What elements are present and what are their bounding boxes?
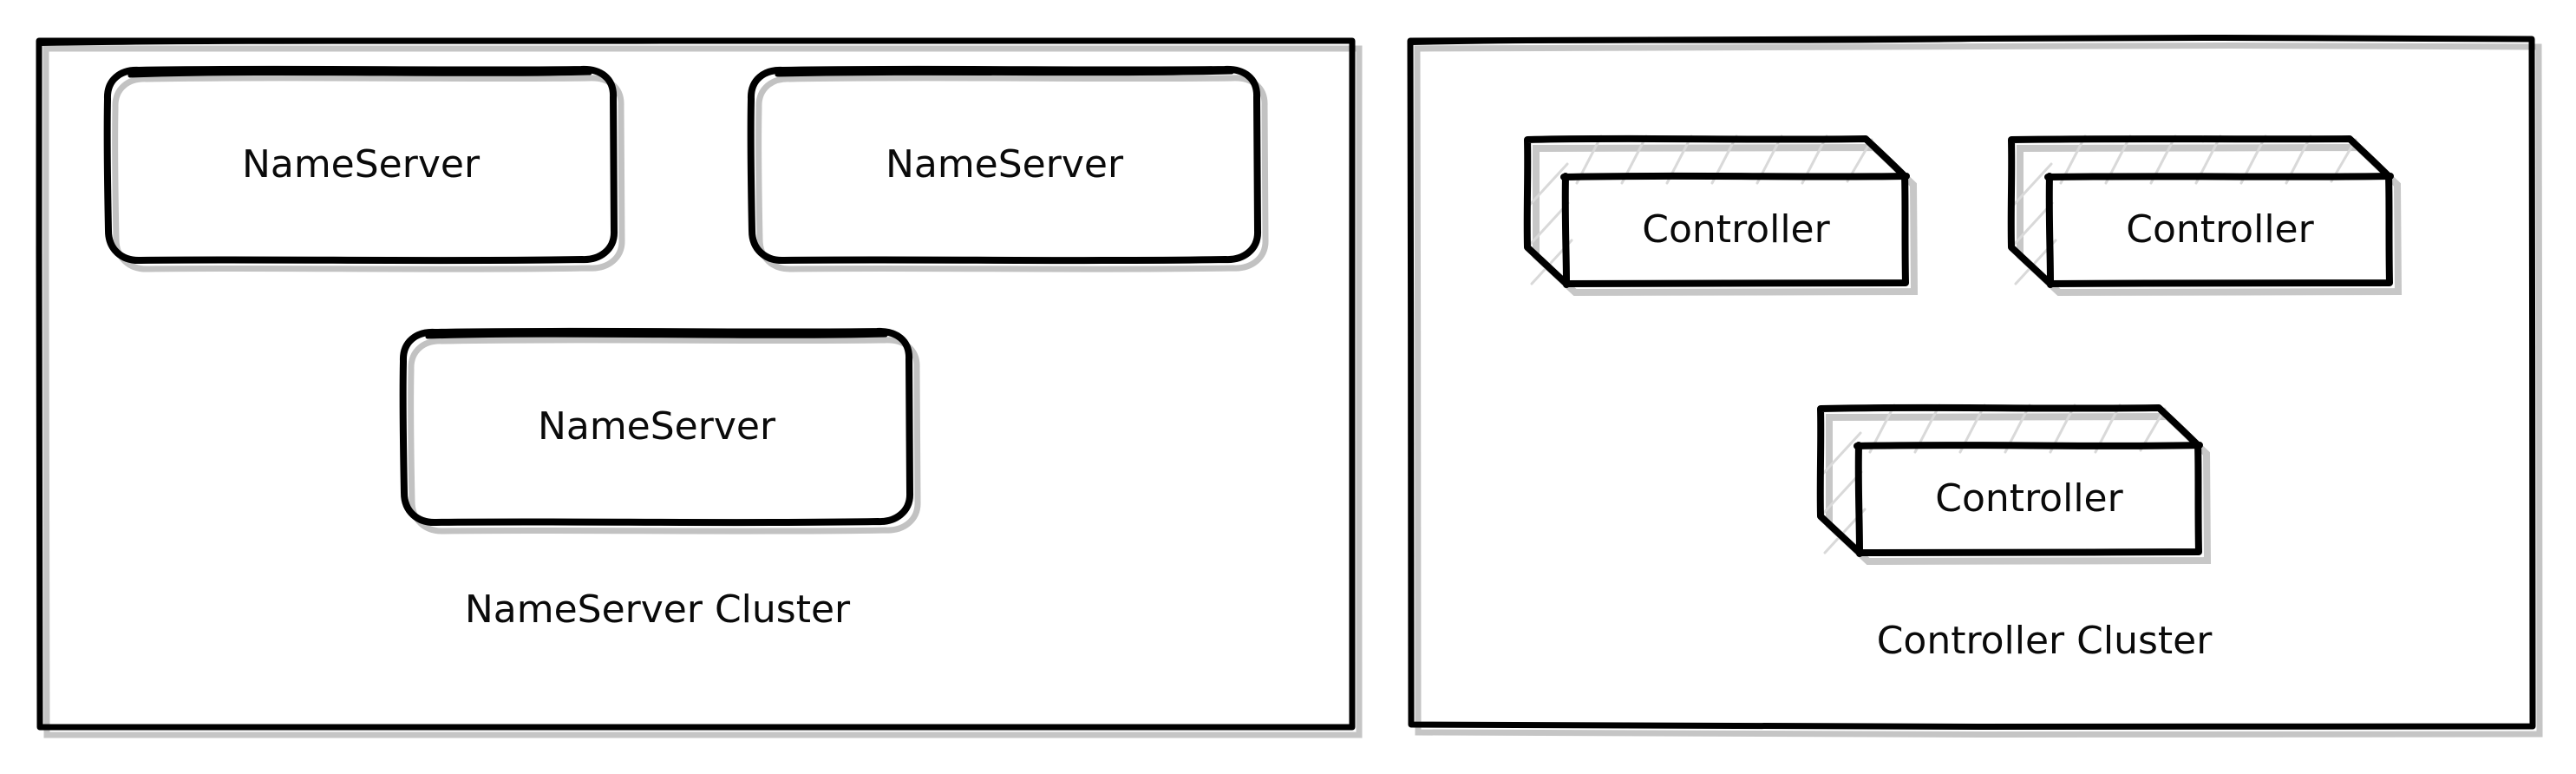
cluster-outline <box>36 36 1356 731</box>
controller-node-3: Controller <box>1816 403 2212 566</box>
nameserver-node-3: NameServer <box>399 327 921 535</box>
node-label: Controller <box>2126 207 2314 252</box>
cluster-shadow <box>42 43 1363 739</box>
cluster-outline <box>1407 34 2536 731</box>
node-label: NameServer <box>537 403 776 449</box>
node-label: Controller <box>1935 476 2123 521</box>
node-label: NameServer <box>885 141 1124 187</box>
nameserver-cluster-label: NameServer Cluster <box>464 587 851 632</box>
node-3d-shape <box>1523 134 1919 297</box>
cluster-outline-overdraw <box>1410 38 1973 45</box>
node-front-top-edge <box>1854 442 2203 449</box>
node-outline <box>103 65 618 265</box>
node-3d-shape <box>1816 403 2212 566</box>
node-outline <box>747 65 1261 265</box>
controller-node-1: Controller <box>1523 134 1919 297</box>
node-front-top-edge <box>1560 172 1910 180</box>
node-outline-overdraw <box>127 70 592 78</box>
node-outline-overdraw <box>425 332 888 339</box>
node-3d-shape <box>2007 134 2403 297</box>
nameserver-node-2: NameServer <box>747 65 1269 272</box>
rounded-rect-shape <box>103 65 625 272</box>
controller-cluster-label: Controller Cluster <box>1876 618 2213 663</box>
node-front-left-edge <box>1854 442 1863 557</box>
cluster-outline-overdraw <box>39 39 853 46</box>
node-label: Controller <box>1642 207 1830 252</box>
controller-cluster-border <box>1407 34 2543 738</box>
node-outline <box>1816 403 2202 556</box>
controller-cluster: Controller Controller <box>1407 34 2543 738</box>
node-label: NameServer <box>241 141 481 187</box>
nameserver-node-1: NameServer <box>103 65 625 272</box>
cluster-shadow <box>1414 42 2543 738</box>
node-outline <box>1523 134 1909 287</box>
node-shadow <box>755 75 1269 272</box>
nameserver-cluster-border <box>36 36 1363 739</box>
node-shadow <box>408 337 921 535</box>
node-front-top-edge <box>2044 173 2394 180</box>
node-outline <box>2007 135 2393 287</box>
node-shadow <box>112 75 625 272</box>
node-outline <box>399 327 913 527</box>
controller-node-2: Controller <box>2007 134 2403 297</box>
rounded-rect-shape <box>399 327 921 535</box>
nameserver-cluster: NameServer NameServer NameServer NameSer… <box>36 36 1363 739</box>
rounded-rect-shape <box>747 65 1269 272</box>
node-outline-overdraw <box>775 69 1234 77</box>
